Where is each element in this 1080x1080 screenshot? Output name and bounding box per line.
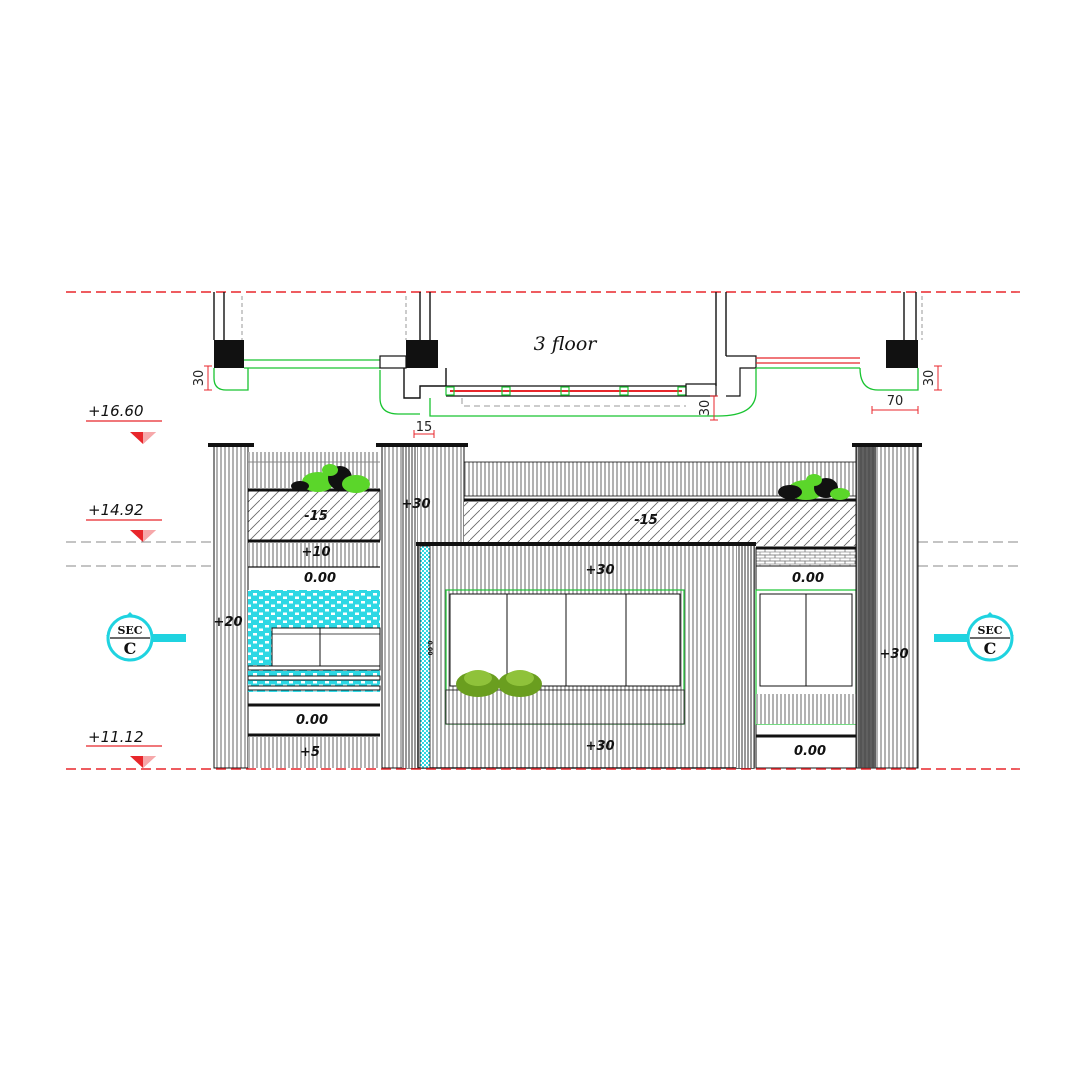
plan-wall-return: [403, 368, 447, 399]
elevation: +20 -15 +10 0.00 0.00 +5: [208, 443, 922, 769]
brick-band: [755, 547, 857, 567]
level-right-top: 0.00: [792, 571, 824, 586]
pillar-cap: [376, 443, 468, 447]
svg-text:+11.12: +11.12: [88, 728, 144, 746]
center-volume-cap: [416, 542, 756, 546]
floor-label: 3 floor: [534, 333, 599, 355]
plan-wall-return: [685, 383, 717, 397]
plan-hidden-line: [461, 398, 686, 407]
window-center: [449, 593, 681, 687]
railing-bar: [247, 675, 381, 681]
svg-text:15: 15: [416, 420, 433, 435]
svg-text:70: 70: [887, 394, 904, 409]
railing-bar: [247, 685, 381, 691]
plan-slab-edge: [379, 370, 420, 415]
section-marker-right: SEC C: [934, 612, 1014, 662]
pillar-mid-offset: +30: [402, 497, 431, 512]
floor-plan: 3 floor 30 30: [66, 291, 1020, 438]
svg-text:SEC: SEC: [117, 624, 142, 637]
plant-left: [291, 464, 370, 493]
plan-column: [886, 340, 918, 368]
center-strip-level: 0.00: [426, 641, 433, 656]
center-offset-bottom: +30: [586, 739, 615, 754]
svg-text:SEC: SEC: [977, 624, 1002, 637]
svg-text:+14.92: +14.92: [88, 501, 144, 519]
slab-left-offset: -15: [304, 509, 328, 524]
section-marker-left: SEC C: [106, 612, 186, 662]
planter-right: [756, 694, 856, 724]
level-left-mid: 0.00: [296, 713, 328, 728]
dimension-left-30: 30: [192, 365, 212, 391]
slab-center: [464, 502, 858, 546]
pillar-cap: [852, 443, 922, 447]
center-offset-top: +30: [586, 563, 615, 578]
plan-slab-edge: [429, 368, 757, 417]
svg-text:C: C: [984, 639, 997, 658]
plan-slab-edge: [859, 367, 919, 391]
band-left-offset: +10: [302, 545, 331, 560]
band-left: [248, 543, 380, 567]
svg-text:30: 30: [698, 400, 713, 417]
plant-right-top: [778, 474, 850, 500]
slab-center-offset: -15: [634, 513, 658, 528]
plan-sill: [379, 355, 407, 369]
dimension-15: 15: [413, 420, 435, 438]
pillar-mid-shadow: [402, 446, 418, 768]
dimension-70: 70: [871, 394, 919, 414]
base-left-offset: +5: [300, 745, 320, 760]
base-left: [248, 737, 380, 768]
dimension-mid-30: 30: [698, 395, 718, 421]
pillar-cap: [208, 443, 254, 447]
level-left-top: 0.00: [304, 571, 336, 586]
plan-mullion: [619, 386, 629, 396]
svg-text:30: 30: [192, 370, 207, 387]
plan-column: [406, 340, 438, 368]
center-volume-shadow: [736, 546, 754, 768]
level-marker: +14.92: [86, 501, 162, 542]
plan-column: [214, 340, 244, 368]
plan-mullion: [445, 386, 455, 396]
pillar-right-offset: +30: [880, 647, 909, 662]
railing-bar: [247, 665, 381, 671]
pillar-right-shadow: [858, 446, 876, 768]
pillar-left: [213, 445, 249, 769]
level-marker: +16.60: [86, 402, 162, 444]
dimension-right-30: 30: [922, 365, 942, 391]
svg-text:+16.60: +16.60: [88, 402, 144, 420]
plan-mullion: [501, 386, 511, 396]
window-left: [271, 627, 381, 671]
slab-left: [247, 489, 381, 541]
level-marker: +11.12: [86, 728, 162, 768]
center-cyan-strip: [419, 545, 431, 769]
plan-slab-edge: [213, 368, 249, 391]
svg-text:30: 30: [922, 370, 937, 387]
level-right-bottom: 0.00: [794, 744, 826, 759]
svg-text:C: C: [124, 639, 137, 658]
plan-wall-return: [726, 355, 757, 397]
shrub-center: [456, 670, 542, 697]
pillar-left-offset: +20: [214, 615, 243, 630]
plan-mullion: [560, 386, 570, 396]
